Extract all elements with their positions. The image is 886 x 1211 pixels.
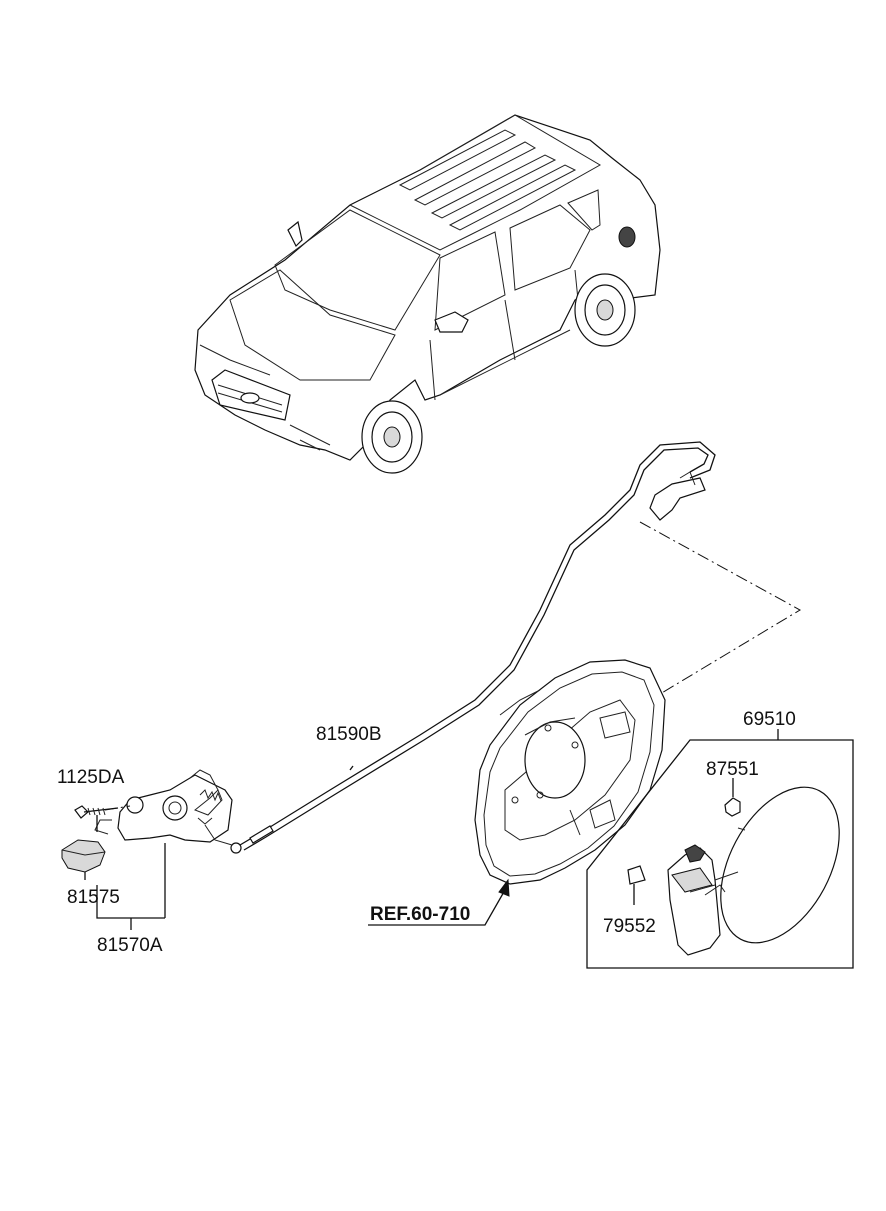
release-lever-assembly: [94, 769, 233, 846]
label-81570A: 81570A: [97, 935, 163, 956]
vehicle-illustration: [194, 114, 661, 474]
cap-part: [61, 839, 106, 873]
leader-81590B: [349, 765, 354, 771]
fuel-door-panel: [720, 786, 840, 944]
label-87551: 87551: [706, 759, 759, 780]
bumper-part: [724, 797, 741, 817]
label-81575: 81575: [67, 887, 120, 908]
assembly-bracket: [84, 815, 166, 930]
label-81590B: 81590B: [316, 724, 382, 745]
fuel-door-assembly-box: [586, 729, 854, 969]
release-cable: [230, 441, 716, 854]
hinge-part: [627, 844, 739, 956]
label-1125DA: 1125DA: [57, 767, 125, 788]
label-reference: REF.60-710: [370, 904, 470, 925]
fuel-filler-housing: [474, 659, 666, 885]
bolt-part: [74, 805, 131, 819]
assembly-line: [639, 521, 802, 701]
label-79552: 79552: [603, 916, 656, 937]
reference-callout: [368, 878, 510, 926]
fuel-door-location-marker: [618, 226, 636, 248]
label-69510: 69510: [743, 709, 796, 730]
